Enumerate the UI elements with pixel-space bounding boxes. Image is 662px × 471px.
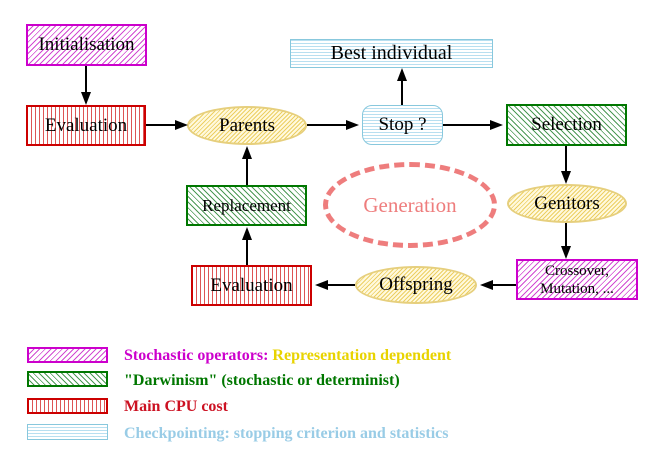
- legend-item-checkpointing: Checkpointing: stopping criterion and st…: [124, 425, 448, 443]
- node-initialisation-label: Initialisation: [38, 34, 135, 55]
- legend-swatch-stochastic: [27, 347, 108, 363]
- legend-item-stochastic: Stochastic operators: Representation dep…: [124, 347, 451, 365]
- node-selection-label: Selection: [531, 114, 602, 135]
- legend-swatch-darwinism: [27, 371, 108, 387]
- node-stop: Stop ?: [362, 105, 443, 145]
- node-evaluation-bottom: Evaluation: [191, 265, 312, 306]
- node-evaluation-top: Evaluation: [26, 105, 146, 146]
- legend-swatch-cpu-cost: [27, 398, 108, 414]
- legend-swatch-checkpointing: [27, 424, 108, 440]
- node-evaluation-top-label: Evaluation: [44, 114, 128, 136]
- legend-item-cpu-cost: Main CPU cost: [124, 398, 228, 416]
- node-replacement-label: Replacement: [202, 195, 291, 215]
- node-initialisation: Initialisation: [26, 24, 147, 66]
- node-selection: Selection: [506, 104, 627, 146]
- node-crossover-mutation: Crossover, Mutation, ...: [516, 259, 638, 300]
- legend-item-darwinism: "Darwinism" (stochastic or determinist): [124, 372, 400, 390]
- node-evaluation-bottom-label: Evaluation: [210, 274, 293, 296]
- node-parents-label: Parents: [219, 114, 275, 136]
- generation-cycle-ellipse: Generation: [323, 162, 497, 248]
- node-parents: Parents: [187, 106, 307, 145]
- node-crossover-line2: Mutation, ...: [540, 280, 614, 297]
- node-replacement: Replacement: [186, 185, 307, 226]
- node-offspring: Offspring: [355, 266, 477, 304]
- legend-checkpointing-label: Checkpointing: stopping criterion and st…: [124, 425, 449, 442]
- legend-representation-label: Representation dependent: [272, 347, 452, 364]
- legend-stochastic-label: Stochastic operators:: [124, 347, 269, 364]
- node-genitors-label: Genitors: [534, 192, 600, 214]
- node-stop-label: Stop ?: [378, 114, 427, 135]
- legend-darwinism-label: "Darwinism" (stochastic or determinist): [124, 372, 400, 389]
- node-best-individual: Best individual: [290, 39, 493, 68]
- node-genitors: Genitors: [507, 184, 627, 223]
- legend-cpu-cost-label: Main CPU cost: [124, 398, 228, 415]
- generation-label: Generation: [363, 192, 457, 217]
- node-crossover-line1: Crossover,: [545, 262, 609, 279]
- node-offspring-label: Offspring: [379, 274, 453, 295]
- node-best-individual-label: Best individual: [330, 42, 453, 64]
